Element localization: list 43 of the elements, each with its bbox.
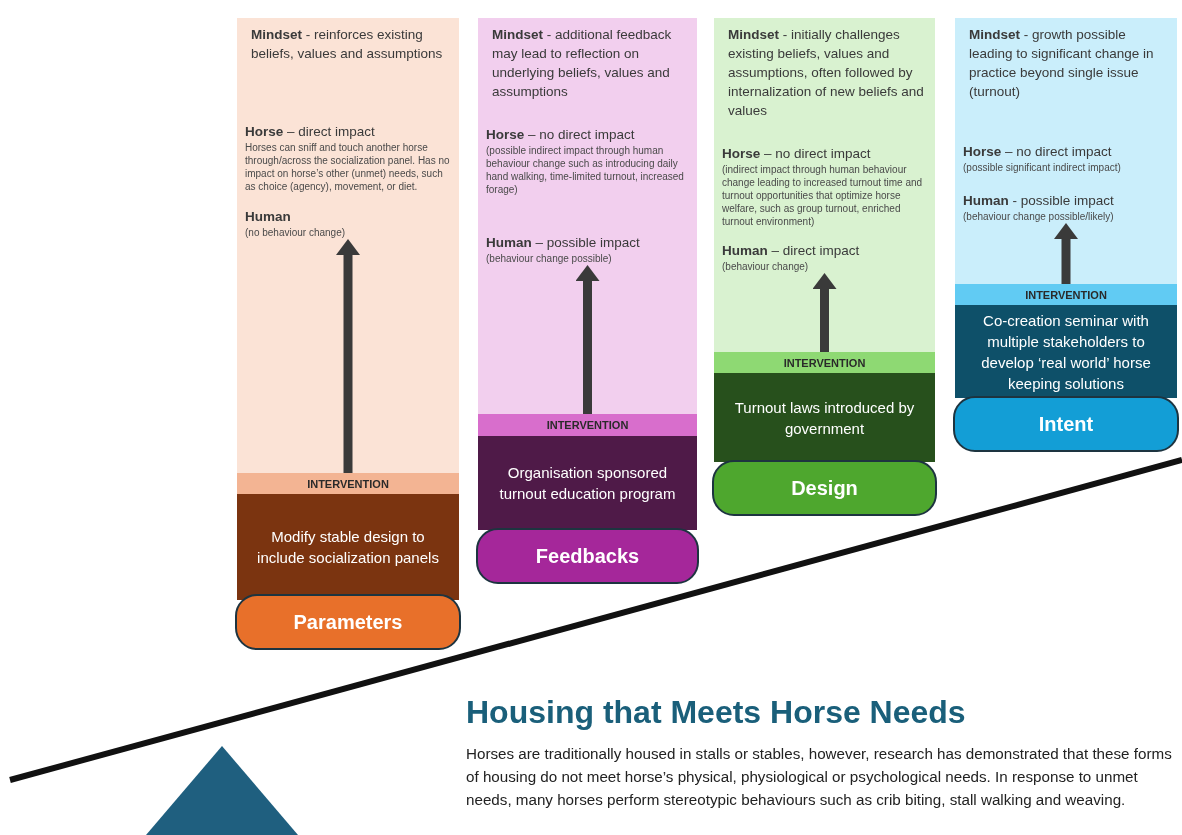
intervention-header: INTERVENTION: [714, 352, 935, 373]
impact-note: (indirect impact through human behaviour change leading to increased turnout time and turnout opportunities that optimize horse welfare, such as group turnout, enriched turnout environment): [722, 163, 924, 228]
arrow: [336, 239, 360, 473]
leverage-point-pill: Intent: [953, 396, 1179, 452]
arrow: [1054, 223, 1078, 284]
mindset-text: Mindset - additional feedback may lead to reflection on underlying beliefs, values and assumptions: [491, 26, 673, 101]
leverage-point-pill: Design: [712, 460, 937, 516]
leverage-point-pill: Feedbacks: [476, 528, 699, 584]
impact-note: (behaviour change possible/likely): [963, 210, 1115, 223]
impact-heading: Horse – no direct impact: [963, 143, 1113, 161]
column-panel: [237, 18, 459, 600]
mindset-text: Mindset - growth possible leading to significant change in practice beyond single issue (turnout): [968, 26, 1155, 101]
impact-heading: Horse – no direct impact: [486, 126, 636, 144]
impact-heading: Horse – no direct impact: [722, 145, 872, 163]
mindset-text: Mindset - initially challenges existing beliefs, values and assumptions, often followed by internalization of new beliefs and values: [727, 26, 925, 120]
impact-note: (behaviour change): [722, 260, 810, 273]
intervention-header: INTERVENTION: [237, 473, 459, 494]
column-panel: [478, 18, 697, 530]
impact-note: (no behaviour change): [245, 226, 347, 239]
intervention-box: Organisation sponsored turnout education program: [478, 436, 697, 530]
leverage-point-pill: Parameters: [235, 594, 461, 650]
arrow: [812, 273, 837, 352]
impact-note: (possible indirect impact through human behaviour change such as introducing daily hand walking, time-limited turnout, increased forage): [486, 144, 685, 196]
arrow: [575, 265, 600, 414]
impact-note: (possible significant indirect impact): [963, 161, 1122, 174]
impact-heading: Human – direct impact: [722, 242, 861, 260]
intervention-header: INTERVENTION: [478, 414, 697, 436]
intervention-header: INTERVENTION: [955, 284, 1177, 305]
column-panel: [714, 18, 935, 462]
intervention-box: Co-creation seminar with multiple stakeholders to develop ‘real world’ horse keeping solutions: [955, 305, 1177, 398]
impact-heading: Horse – direct impact: [245, 123, 376, 141]
description-paragraph: Horses are traditionally housed in stalls or stables, however, research has demonstrated that these forms of housing do not meet horse’s physical, physiological or psychological needs. In response to unmet needs, many horses perform stereotypic behaviours such as crib biting, stall walking and weaving.: [466, 744, 1173, 810]
impact-note: Horses can sniff and touch another horse through/across the socialization panel. Has no impact on horse’s other (unmet) needs, such as choice (agency), movement, or diet.: [245, 141, 451, 193]
impact-heading: Human - possible impact: [963, 192, 1115, 210]
title: Housing that Meets Horse Needs: [466, 694, 966, 731]
fulcrum-triangle: [146, 746, 298, 835]
intervention-box: Turnout laws introduced by government: [714, 373, 935, 462]
column-panel: [955, 18, 1177, 398]
impact-heading: Human – possible impact: [486, 234, 641, 252]
mindset-text: Mindset - reinforces existing beliefs, values and assumptions: [250, 26, 444, 63]
impact-note: (behaviour change possible): [486, 252, 613, 265]
impact-heading: Human: [245, 208, 292, 226]
intervention-box: Modify stable design to include socialization panels: [237, 494, 459, 600]
